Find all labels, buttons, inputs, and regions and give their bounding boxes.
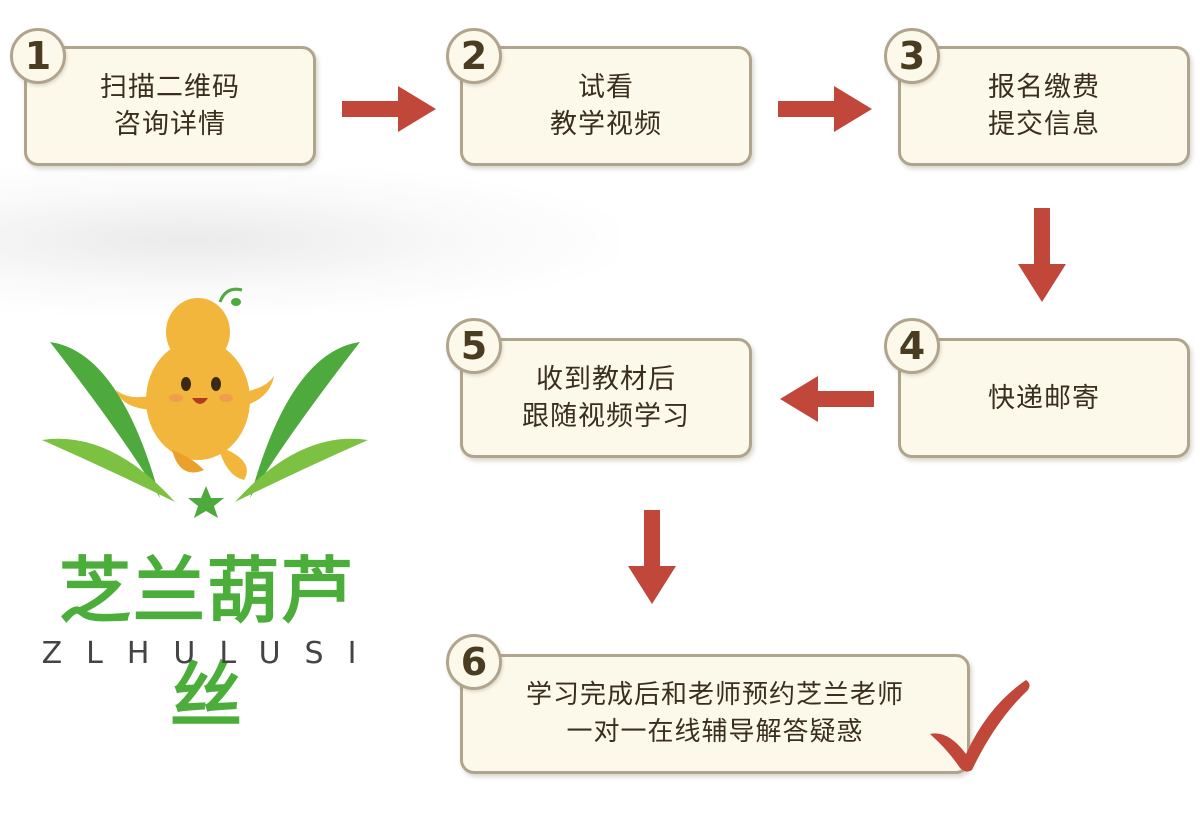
step-3-box: 报名缴费 提交信息 — [898, 46, 1190, 166]
step-5-box: 收到教材后 跟随视频学习 — [460, 338, 752, 458]
step-4-box: 快递邮寄 — [898, 338, 1190, 458]
step-2-box: 试看 教学视频 — [460, 46, 752, 166]
step-2-line2: 教学视频 — [550, 109, 662, 140]
step-1-line1: 扫描二维码 — [100, 72, 240, 103]
background-haze — [0, 165, 620, 315]
step-6-badge: 6 — [446, 634, 502, 690]
step-3-line2: 提交信息 — [988, 109, 1100, 140]
arrow-down-icon — [1018, 208, 1066, 302]
step-1-line2: 咨询详情 — [114, 109, 226, 140]
step-1-badge: 1 — [10, 28, 66, 84]
checkmark-icon — [930, 680, 1030, 772]
step-6-line2: 一对一在线辅导解答疑惑 — [566, 717, 864, 747]
step-6-box: 学习完成后和老师预约芝兰老师 一对一在线辅导解答疑惑 — [460, 654, 970, 774]
arrow-right-icon — [778, 86, 872, 132]
step-2-badge: 2 — [446, 28, 502, 84]
step-4-line1: 快递邮寄 — [988, 382, 1100, 414]
step-6-line1: 学习完成后和老师预约芝兰老师 — [525, 680, 904, 710]
arrow-down-icon — [628, 510, 676, 604]
arrow-right-icon — [342, 86, 436, 132]
arrow-left-icon — [780, 376, 874, 422]
step-5-badge: 5 — [446, 318, 502, 374]
step-5-line2: 跟随视频学习 — [522, 401, 690, 432]
step-4-badge: 4 — [884, 318, 940, 374]
step-3-line1: 报名缴费 — [988, 72, 1100, 103]
step-2-line1: 试看 — [578, 72, 634, 103]
mascot-logo-icon — [42, 287, 368, 518]
brand-name: 芝兰葫芦丝 — [58, 549, 355, 738]
step-3-badge: 3 — [884, 28, 940, 84]
step-5-line1: 收到教材后 — [536, 364, 676, 395]
brand-latin: ZLHULUSI — [41, 636, 381, 671]
step-1-box: 扫描二维码 咨询详情 — [24, 46, 316, 166]
